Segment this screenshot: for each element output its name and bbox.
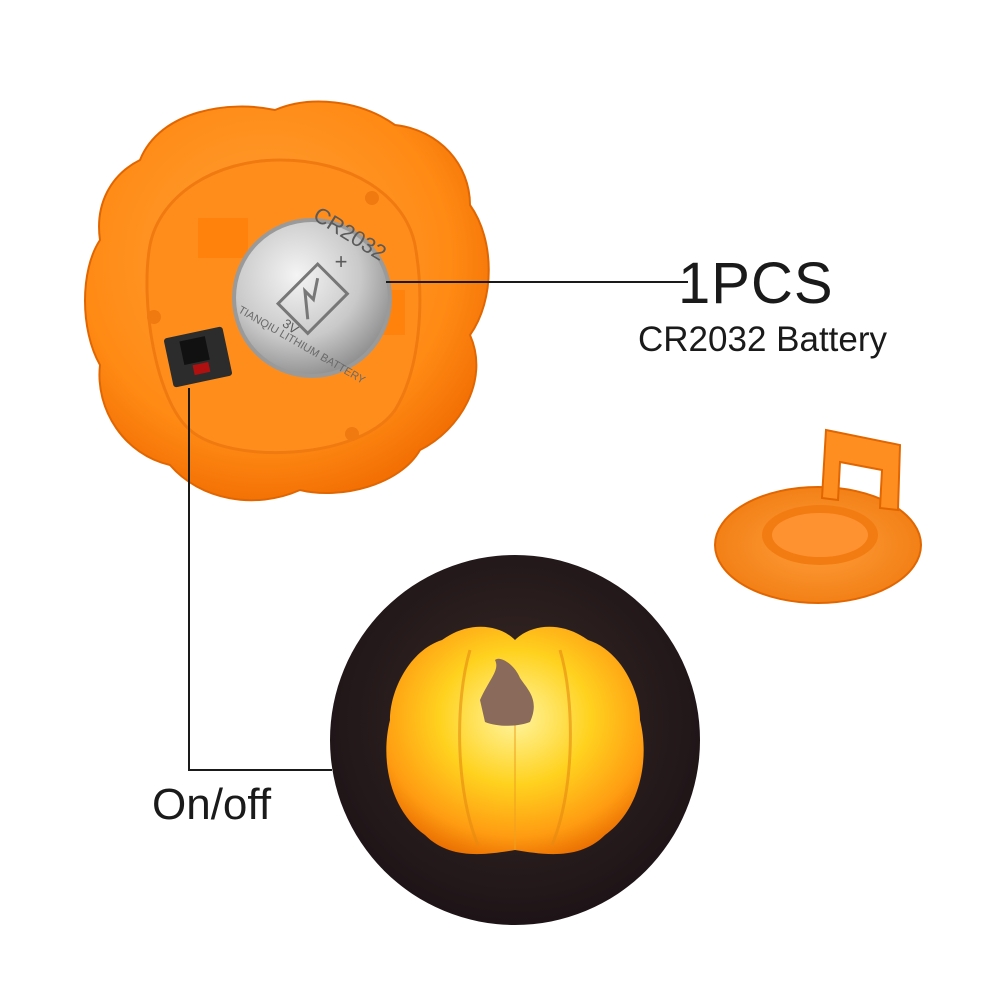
quantity-label: 1PCS [678, 251, 834, 316]
battery-logo [275, 261, 350, 336]
battery-type-label: CR2032 Battery [638, 320, 888, 359]
power-switch [164, 326, 232, 388]
switch-callout-line [188, 388, 332, 771]
clip-ring [714, 428, 922, 604]
lit-pumpkin-photo [330, 555, 700, 925]
switch-label: On/off [152, 780, 272, 829]
battery-polarity-text: + [335, 249, 348, 274]
pumpkin-stem [480, 658, 534, 726]
